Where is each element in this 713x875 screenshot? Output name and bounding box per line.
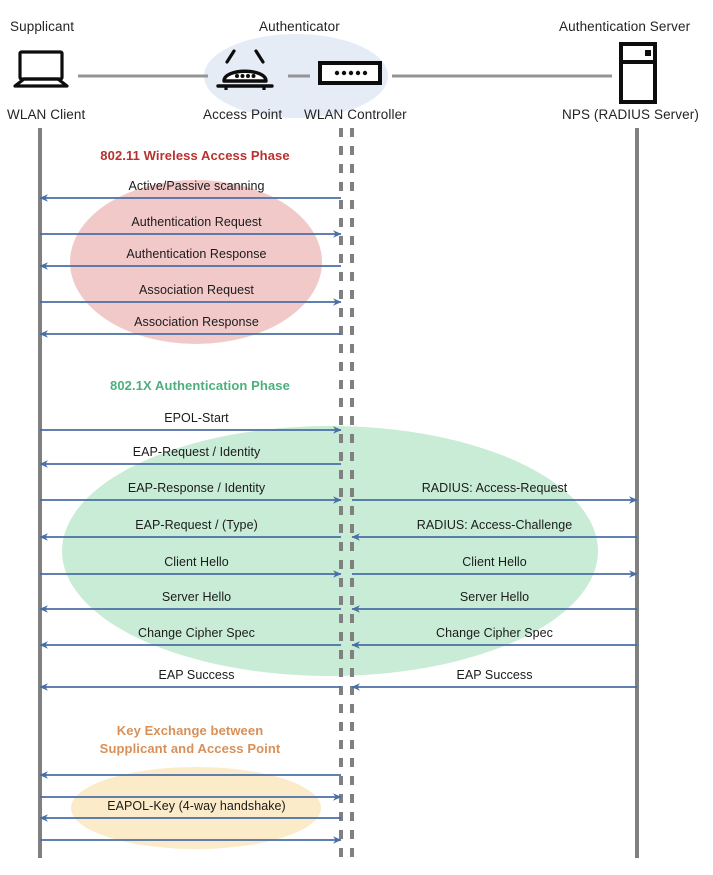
message-label-left-8: EAP-Request / (Type) [135, 518, 258, 532]
network-switch-icon [318, 60, 382, 86]
actor-device-wlan-controller: WLAN Controller [304, 107, 407, 122]
phase-label-phase-8021x: 802.1X Authentication Phase [90, 377, 310, 395]
actor-role-authenticator: Authenticator [259, 19, 340, 34]
phase-ellipse-phase-8021x [62, 426, 598, 676]
message-label-left-6: EAP-Request / Identity [132, 445, 261, 459]
message-label-right-2: Client Hello [462, 555, 527, 569]
phase-label-line: Supplicant and Access Point [99, 741, 281, 756]
phase-label-phase-80211: 802.11 Wireless Access Phase [85, 147, 305, 165]
message-label-left-0: Active/Passive scanning [128, 179, 265, 193]
message-label-left-15: EAPOL-Key (4-way handshake) [107, 799, 286, 813]
phase-label-line: 802.1X Authentication Phase [110, 378, 290, 393]
message-label-left-10: Server Hello [161, 590, 232, 604]
message-label-left-4: Association Response [134, 315, 259, 329]
phase-ellipse-phase-keyexchange [71, 767, 321, 849]
message-label-right-3: Server Hello [459, 590, 530, 604]
message-label-left-9: Client Hello [164, 555, 229, 569]
message-label-left-2: Authentication Response [126, 247, 267, 261]
actor-device-access-point: Access Point [203, 107, 283, 122]
message-label-left-5: EPOL-Start [164, 411, 229, 425]
message-label-right-1: RADIUS: Access-Challenge [416, 518, 573, 532]
message-label-left-3: Association Request [139, 283, 254, 297]
actor-role-auth-server: Authentication Server [559, 19, 691, 34]
actor-device-nps: NPS (RADIUS Server) [562, 107, 699, 122]
server-tower-icon [618, 42, 658, 104]
message-label-left-7: EAP-Response / Identity [127, 481, 266, 495]
actor-device-supplicant: WLAN Client [7, 107, 86, 122]
laptop-icon [12, 50, 70, 90]
wireless-router-icon [214, 48, 276, 92]
message-label-right-4: Change Cipher Spec [436, 626, 553, 640]
message-label-right-0: RADIUS: Access-Request [421, 481, 568, 495]
phase-label-line: 802.11 Wireless Access Phase [100, 148, 290, 163]
message-label-left-12: EAP Success [158, 668, 235, 682]
message-label-left-1: Authentication Request [131, 215, 262, 229]
phase-label-line: Key Exchange between [116, 723, 264, 738]
actor-role-supplicant: Supplicant [10, 19, 75, 34]
message-label-right-5: EAP Success [456, 668, 533, 682]
phase-ellipse-phase-80211 [70, 180, 322, 344]
message-label-left-11: Change Cipher Spec [138, 626, 255, 640]
